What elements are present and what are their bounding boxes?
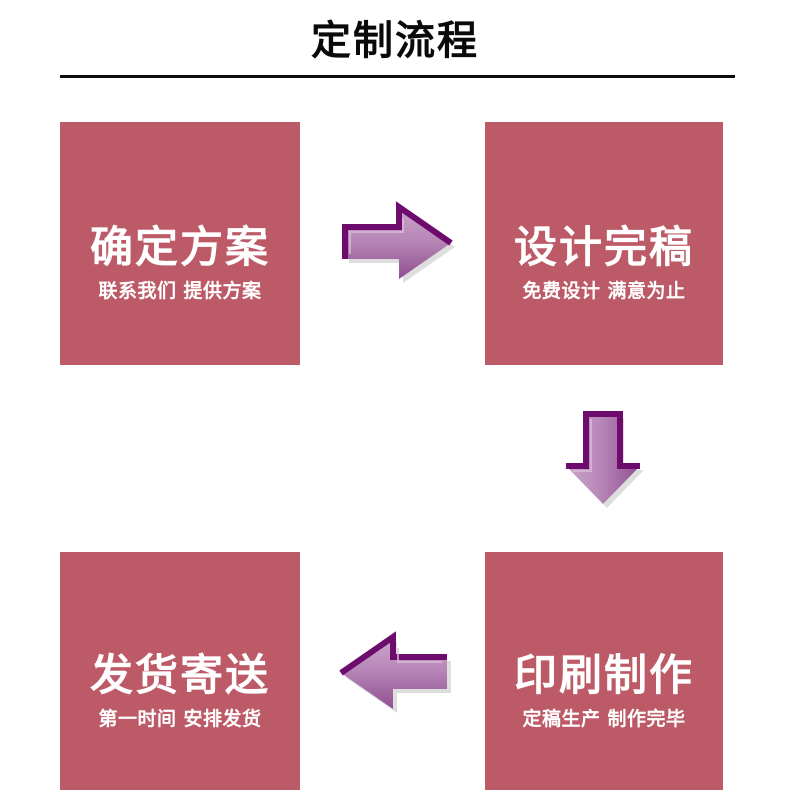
step-3-content: 印刷制作 定稿生产 制作完毕: [485, 651, 723, 732]
step-box-1: 确定方案 联系我们 提供方案: [60, 122, 300, 365]
step-2-content: 设计完稿 免费设计 满意为止: [485, 223, 723, 304]
step-2-subtitle: 免费设计 满意为止: [522, 280, 686, 302]
step-4-title: 发货寄送: [90, 650, 270, 701]
arrow-right-icon: [337, 196, 455, 286]
step-1-subtitle: 联系我们 提供方案: [98, 280, 262, 302]
step-3-title: 印刷制作: [514, 650, 694, 701]
step-4-subtitle: 第一时间 安排发货: [98, 707, 262, 730]
page-title: 定制流程: [311, 18, 479, 64]
step-1-content: 确定方案 联系我们 提供方案: [60, 223, 300, 304]
step-box-4: 发货寄送 第一时间 安排发货: [60, 552, 300, 790]
step-2-title: 设计完稿: [514, 223, 694, 273]
step-box-2: 设计完稿 免费设计 满意为止: [485, 122, 723, 365]
step-box-3: 印刷制作 定稿生产 制作完毕: [485, 552, 723, 790]
step-4-content: 发货寄送 第一时间 安排发货: [60, 651, 300, 732]
step-1-title: 确定方案: [90, 223, 270, 273]
arrow-down-icon: [553, 408, 653, 508]
step-3-subtitle: 定稿生产 制作完毕: [522, 707, 686, 730]
title-divider: [60, 75, 735, 78]
arrow-left-icon: [337, 626, 455, 716]
